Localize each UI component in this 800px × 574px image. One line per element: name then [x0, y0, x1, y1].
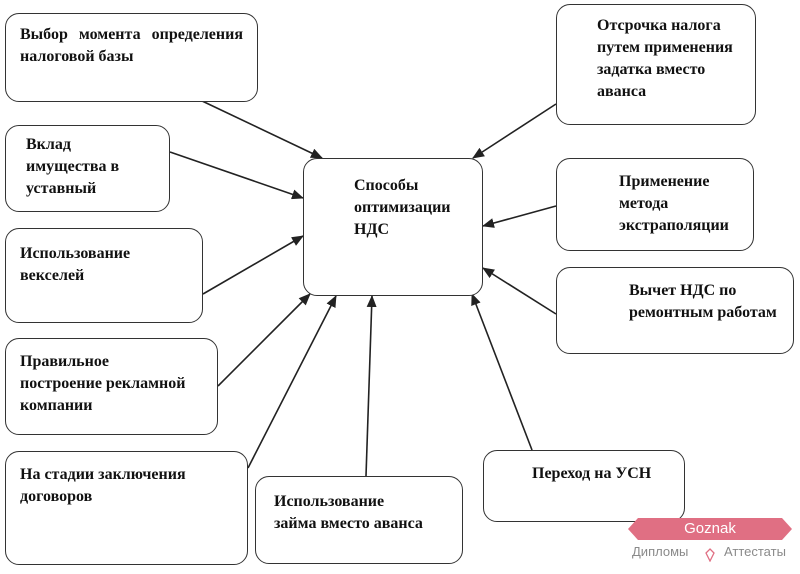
arrow-7	[471, 293, 533, 451]
arrow-8	[482, 267, 557, 315]
goznak-watermark: Goznak Дипломы Аттестаты	[628, 518, 792, 570]
emblem-icon	[705, 548, 715, 562]
method-label: Вклад имущества в уставный	[26, 136, 120, 197]
center-label: Способы оптимизации НДС	[354, 177, 451, 238]
watermark-left-text: Дипломы	[632, 544, 689, 559]
method-label: На стадии заключения договоров	[20, 466, 186, 505]
arrow-6	[365, 295, 377, 477]
method-label: Переход на УСН	[532, 465, 652, 482]
method-node-advertising: Правильное построение рекламной компании	[5, 338, 218, 435]
method-node-contract-stage: На стадии заключения договоров	[5, 451, 248, 565]
center-node: Способы оптимизации НДС	[303, 158, 483, 296]
arrow-1	[199, 99, 323, 159]
method-node-capital-contribution: Вклад имущества в уставный	[5, 125, 170, 212]
arrow-4	[217, 293, 311, 387]
method-node-usn-transition: Переход на УСН	[483, 450, 685, 522]
method-label: Использование векселей	[20, 245, 131, 284]
method-label: Вычет НДС по ремонтным работам	[629, 282, 777, 321]
method-node-loan-instead-of-advance: Использование займа вместо аванса	[255, 476, 463, 564]
method-label: Использование займа вместо аванса	[274, 493, 423, 532]
arrow-9	[482, 205, 557, 228]
method-node-extrapolation: Применение метода экстраполяции	[556, 158, 754, 251]
method-label: Отсрочка налога путем применения задатка…	[597, 17, 733, 100]
method-node-bills-of-exchange: Использование векселей	[5, 228, 203, 323]
arrow-10	[472, 103, 557, 159]
watermark-right-text: Аттестаты	[724, 544, 786, 559]
arrow-2	[169, 151, 304, 200]
method-label: Правильное построение рекламной компании	[20, 353, 186, 414]
method-label: Выбор момента определения налоговой базы	[20, 26, 243, 65]
watermark-banner: Goznak	[628, 518, 792, 540]
arrow-3	[202, 235, 304, 295]
method-node-deposit-deferral: Отсрочка налога путем применения задатка…	[556, 4, 756, 125]
arrow-5	[247, 295, 337, 469]
method-node-repair-vat-deduction: Вычет НДС по ремонтным работам	[556, 267, 794, 354]
method-label: Применение метода экстраполяции	[619, 173, 729, 234]
method-node-tax-base-timing: Выбор момента определения налоговой базы	[5, 13, 258, 102]
